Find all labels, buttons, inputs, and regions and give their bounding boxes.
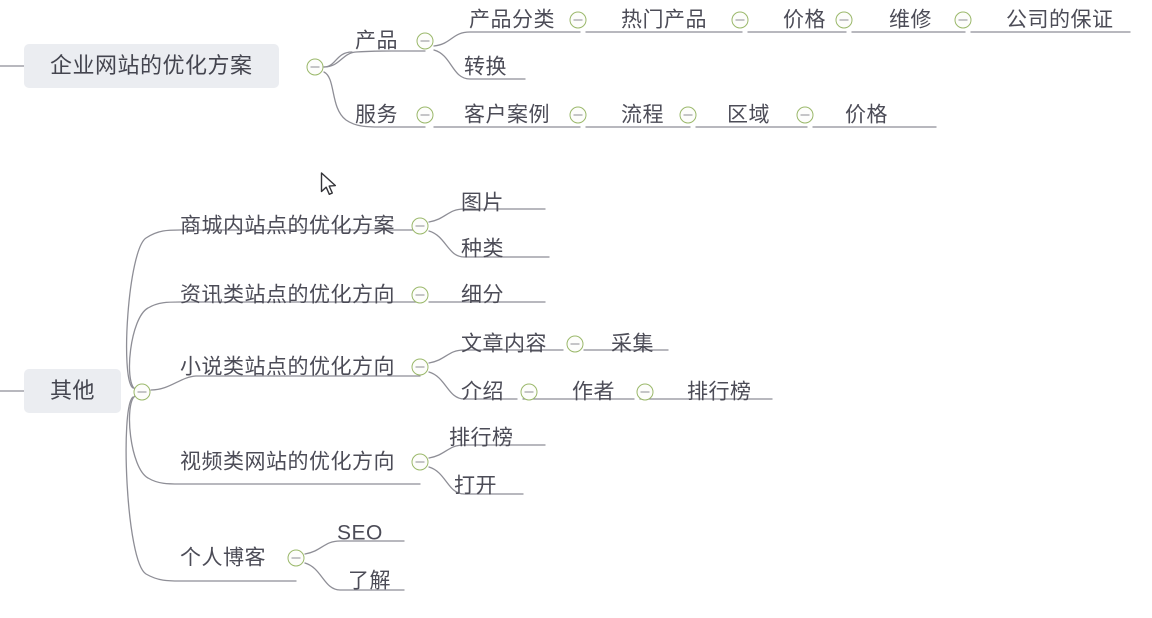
node-jiage-service-label: 价格 <box>845 103 888 127</box>
node-tupian-label: 图片 <box>461 191 504 215</box>
node-fuwu-label: 服务 <box>355 103 398 127</box>
node-jieshao-label: 介绍 <box>461 380 504 404</box>
node-remen-chanpin-label: 热门产品 <box>621 8 707 32</box>
toggle-xiaoshuo-icon[interactable] <box>411 358 429 376</box>
node-chanpin-fenlei-label: 产品分类 <box>469 8 555 32</box>
node-wenzhang-neirong-label: 文章内容 <box>461 332 547 356</box>
toggle-wenzhang-neirong-icon[interactable] <box>566 335 584 353</box>
toggle-geren-boke-icon[interactable] <box>287 549 305 567</box>
node-tupian[interactable]: 图片 <box>461 193 504 214</box>
toggle-quyu-icon[interactable] <box>796 106 814 124</box>
node-shipin-site[interactable]: 视频类网站的优化方向 <box>180 452 395 473</box>
toggle-zixun-icon[interactable] <box>411 286 429 304</box>
toggle-chanpin-fenlei-icon[interactable] <box>569 11 587 29</box>
node-seo[interactable]: SEO <box>337 523 383 544</box>
node-zhonglei[interactable]: 种类 <box>461 239 504 260</box>
node-jiage-top-label: 价格 <box>783 8 826 32</box>
node-liaojie[interactable]: 了解 <box>348 571 391 592</box>
toggle-weixiu-icon[interactable] <box>954 11 972 29</box>
node-dakai-label: 打开 <box>454 474 497 498</box>
root-node-enterprise-site-label: 企业网站的优化方案 <box>50 53 253 78</box>
node-gongsi-baozheng-label: 公司的保证 <box>1006 8 1114 32</box>
toggle-shangcheng-icon[interactable] <box>411 217 429 235</box>
node-chanpin[interactable]: 产品 <box>355 31 398 52</box>
node-zixun-site[interactable]: 资讯类站点的优化方向 <box>180 285 395 306</box>
node-liaojie-label: 了解 <box>348 569 391 593</box>
node-gongsi-baozheng[interactable]: 公司的保证 <box>1006 10 1114 31</box>
node-quyu[interactable]: 区域 <box>727 105 770 126</box>
node-wenzhang-neirong[interactable]: 文章内容 <box>461 334 547 355</box>
node-paihangbang-video[interactable]: 排行榜 <box>449 428 514 449</box>
toggle-root1-icon[interactable] <box>306 58 324 76</box>
node-zixun-site-label: 资讯类站点的优化方向 <box>180 283 395 307</box>
root-node-other-label: 其他 <box>50 378 96 403</box>
node-shipin-site-label: 视频类网站的优化方向 <box>180 450 395 474</box>
node-xiaoshuo-site[interactable]: 小说类站点的优化方向 <box>180 357 395 378</box>
node-zuozhe[interactable]: 作者 <box>572 382 615 403</box>
node-chanpin-label: 产品 <box>355 29 398 53</box>
toggle-fuwu-icon[interactable] <box>416 106 434 124</box>
node-paihangbang-novel-label: 排行榜 <box>687 380 752 404</box>
node-zuozhe-label: 作者 <box>572 380 615 404</box>
node-kehu-anli-label: 客户案例 <box>464 103 550 127</box>
toggle-jieshao-icon[interactable] <box>520 383 538 401</box>
toggle-kehu-anli-icon[interactable] <box>569 106 587 124</box>
toggle-chanpin-icon[interactable] <box>416 32 434 50</box>
toggle-remen-chanpin-icon[interactable] <box>731 11 749 29</box>
node-geren-boke[interactable]: 个人博客 <box>180 548 266 569</box>
node-shangcheng-site-label: 商城内站点的优化方案 <box>180 214 395 238</box>
node-geren-boke-label: 个人博客 <box>180 546 266 570</box>
node-remen-chanpin[interactable]: 热门产品 <box>621 10 707 31</box>
toggle-shipin-icon[interactable] <box>411 453 429 471</box>
node-xiaoshuo-site-label: 小说类站点的优化方向 <box>180 355 395 379</box>
node-paihangbang-video-label: 排行榜 <box>449 426 514 450</box>
toggle-jiage-top-icon[interactable] <box>835 11 853 29</box>
root-node-other[interactable]: 其他 <box>24 369 122 413</box>
node-caiji[interactable]: 采集 <box>611 334 654 355</box>
toggle-zuozhe-icon[interactable] <box>636 383 654 401</box>
node-jiage-service[interactable]: 价格 <box>845 105 888 126</box>
node-quyu-label: 区域 <box>727 103 770 127</box>
node-zhonglei-label: 种类 <box>461 237 504 261</box>
node-zhuanhuan-label: 转换 <box>464 55 507 79</box>
node-seo-label: SEO <box>337 521 383 545</box>
node-paihangbang-novel[interactable]: 排行榜 <box>687 382 752 403</box>
node-xifen[interactable]: 细分 <box>461 285 504 306</box>
node-xifen-label: 细分 <box>461 283 504 307</box>
node-weixiu-label: 维修 <box>889 8 932 32</box>
node-shangcheng-site[interactable]: 商城内站点的优化方案 <box>180 216 395 237</box>
root-node-enterprise-site[interactable]: 企业网站的优化方案 <box>24 44 279 88</box>
node-liucheng[interactable]: 流程 <box>621 105 664 126</box>
node-jieshao[interactable]: 介绍 <box>461 382 504 403</box>
node-liucheng-label: 流程 <box>621 103 664 127</box>
node-dakai[interactable]: 打开 <box>454 476 497 497</box>
node-caiji-label: 采集 <box>611 332 654 356</box>
node-chanpin-fenlei[interactable]: 产品分类 <box>469 10 555 31</box>
node-fuwu[interactable]: 服务 <box>355 105 398 126</box>
node-jiage-top[interactable]: 价格 <box>783 10 826 31</box>
node-zhuanhuan[interactable]: 转换 <box>464 57 507 78</box>
toggle-root2-icon[interactable] <box>133 383 151 401</box>
mouse-cursor <box>320 172 337 195</box>
toggle-liucheng-icon[interactable] <box>679 106 697 124</box>
node-kehu-anli[interactable]: 客户案例 <box>464 105 550 126</box>
node-weixiu[interactable]: 维修 <box>889 10 932 31</box>
